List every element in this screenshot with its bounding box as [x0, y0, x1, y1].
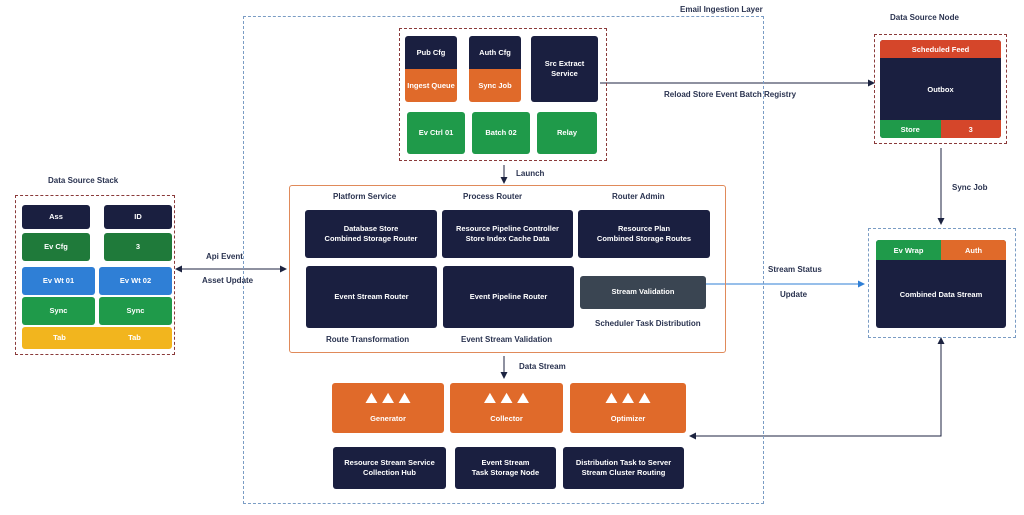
- middle-box-6[interactable]: Stream Validation: [580, 276, 706, 309]
- middle-sub-label-3: Scheduler Task Distribution: [595, 319, 701, 328]
- right-top-container: [874, 34, 1007, 144]
- right-top-node[interactable]: Scheduled Feed Outbox Store 3: [880, 40, 1001, 138]
- middle-box-2[interactable]: Resource Pipeline Controller Store Index…: [442, 210, 573, 258]
- peak-icons-1: ⛰⛰⛰: [365, 390, 411, 407]
- launch-label: Launch: [516, 169, 545, 178]
- right-link-label-2: Update: [780, 290, 808, 299]
- middle-col-title-1: Platform Service: [333, 192, 397, 201]
- right-bottom-container: [868, 228, 1016, 338]
- top-cluster: [399, 28, 607, 161]
- left-stack-r4-left[interactable]: Sync: [22, 297, 95, 325]
- right-bottom-node[interactable]: Ev Wrap Auth Combined Data Stream: [876, 240, 1006, 328]
- peak-icons-2: ⛰⛰⛰: [483, 390, 530, 407]
- middle-box-4[interactable]: Event Stream Router: [306, 266, 437, 328]
- top-right-title: Data Source Node: [890, 13, 959, 22]
- bottom-box-2[interactable]: Event Stream Task Storage Node: [455, 447, 556, 489]
- left-stack-container: [15, 195, 175, 355]
- ingestion-container: [243, 16, 764, 504]
- green-tile-3[interactable]: Relay: [537, 112, 597, 154]
- green-tile-2[interactable]: Batch 02: [472, 112, 530, 154]
- bottom-box-1[interactable]: Resource Stream Service Collection Hub: [333, 447, 446, 489]
- left-stack-r5-right[interactable]: Tab: [97, 327, 172, 349]
- tile-ingest-top: Pub Cfg: [405, 36, 457, 69]
- orange-block-1-label: Generator: [370, 414, 406, 423]
- middle-col-title-3: Router Admin: [612, 192, 665, 201]
- ingestion-title: Email Ingestion Layer: [680, 5, 763, 14]
- left-stack-r5-left[interactable]: Tab: [22, 327, 97, 349]
- left-stack-r4-right[interactable]: Sync: [99, 297, 172, 325]
- left-stack-r1-right[interactable]: ID: [104, 205, 172, 229]
- right-bottom-head-right: Auth: [941, 240, 1006, 260]
- arrow-top-right-label: Reload Store Event Batch Registry: [664, 90, 797, 99]
- orange-block-3[interactable]: ⛰⛰⛰ Optimizer: [570, 383, 686, 433]
- bottom-box-3[interactable]: Distribution Task to Server Stream Clust…: [563, 447, 684, 489]
- orange-block-3-label: Optimizer: [610, 414, 646, 423]
- right-top-foot-left: Store: [880, 120, 941, 138]
- left-stack: Ass ID Ev Cfg 3 Ev Wt 01 Ev Wt 02 Sync S…: [22, 205, 172, 349]
- middle-section: [289, 185, 726, 353]
- middle-box-3[interactable]: Resource Plan Combined Storage Routes: [578, 210, 710, 258]
- left-stack-r2-left[interactable]: Ev Cfg: [22, 233, 90, 261]
- left-stack-r3-left[interactable]: Ev Wt 01: [22, 267, 95, 295]
- right-top-header: Scheduled Feed: [880, 40, 1001, 58]
- mid-left-label-1: Api Event: [206, 252, 243, 261]
- tile-sync-bottom: Sync Job: [469, 69, 521, 102]
- right-mid-label: Sync Job: [952, 183, 988, 192]
- right-bottom-head-left: Ev Wrap: [876, 240, 941, 260]
- peak-icons-3: ⛰⛰⛰: [605, 390, 651, 407]
- right-top-foot-right: 3: [940, 120, 1001, 138]
- right-top-body: Outbox: [927, 84, 954, 94]
- tile-extract[interactable]: Src Extract Service: [531, 36, 598, 102]
- green-tile-1[interactable]: Ev Ctrl 01: [407, 112, 465, 154]
- left-stack-r2-right[interactable]: 3: [104, 233, 172, 261]
- middle-box-1[interactable]: Database Store Combined Storage Router: [305, 210, 437, 258]
- left-title: Data Source Stack: [48, 176, 119, 185]
- right-link-label-1: Stream Status: [768, 265, 822, 274]
- orange-block-2-label: Collector: [490, 414, 523, 423]
- middle-sub-label-2: Event Stream Validation: [461, 335, 553, 344]
- left-stack-r1-left[interactable]: Ass: [22, 205, 90, 229]
- orange-block-2[interactable]: ⛰⛰⛰ Collector: [450, 383, 563, 433]
- tile-ingest-bottom: Ingest Queue: [405, 69, 457, 102]
- tile-sync[interactable]: Auth Cfg Sync Job: [469, 36, 521, 102]
- mid-left-label-2: Asset Update: [202, 276, 254, 285]
- tile-sync-top: Auth Cfg: [469, 36, 521, 69]
- middle-sub-label-1: Route Transformation: [326, 335, 410, 344]
- process-label: Data Stream: [519, 362, 566, 371]
- middle-col-title-2: Process Router: [463, 192, 523, 201]
- orange-block-1[interactable]: ⛰⛰⛰ Generator: [332, 383, 444, 433]
- tile-ingest[interactable]: Pub Cfg Ingest Queue: [405, 36, 457, 102]
- right-bottom-body: Combined Data Stream: [899, 289, 983, 299]
- left-stack-r3-right[interactable]: Ev Wt 02: [99, 267, 172, 295]
- middle-box-5[interactable]: Event Pipeline Router: [443, 266, 574, 328]
